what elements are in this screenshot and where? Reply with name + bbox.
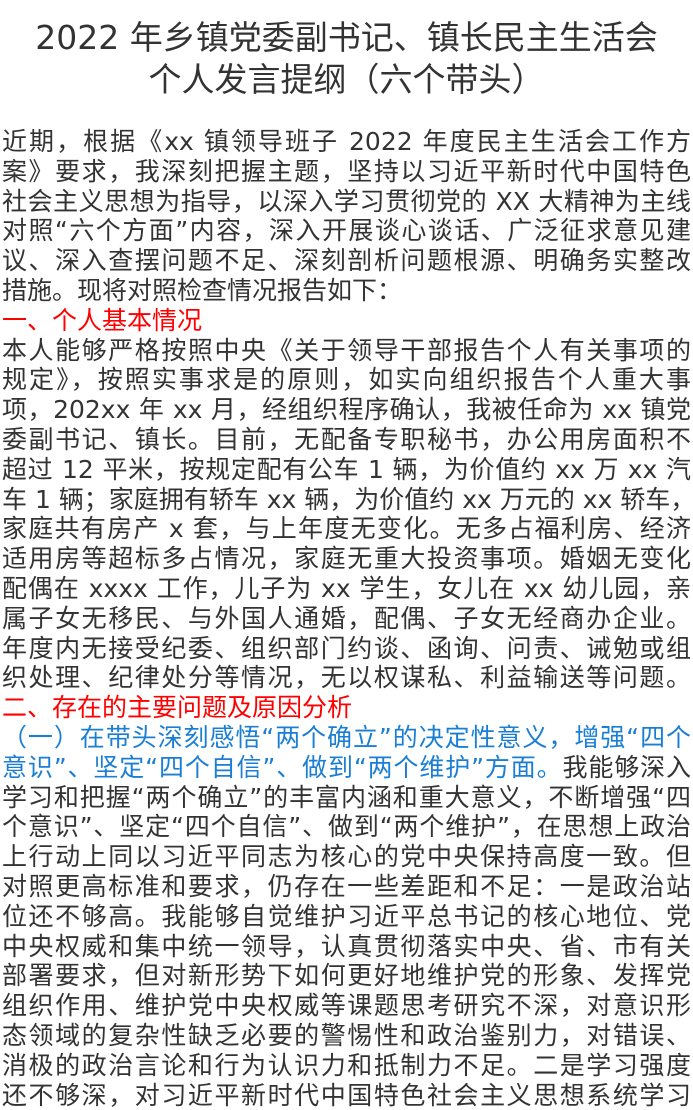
text-line: 措施。现将对照检查情况报告如下： [2, 276, 691, 306]
text-line: 对照更高标准和要求，仍存在一些差距和不足：一是政治站 [2, 872, 691, 902]
text-line: 规定》，按照实事求是的原则，如实向组织报告个人重大事 [2, 365, 691, 395]
text-line: 年度内无接受纪委、组织部门约谈、函询、问责、诫勉或组 [2, 634, 691, 664]
text-line: 消极的政治言论和行为认识力和抵制力不足。二是学习强度 [2, 1051, 691, 1081]
text-line: 本人能够严格按照中央《关于领导干部报告个人有关事项的 [2, 336, 691, 366]
text-line: 适用房等超标多占情况，家庭无重大投资事项。婚姻无变化 [2, 544, 691, 574]
text-line: 位还不够高。我能够自觉维护习近平总书记的核心地位、党 [2, 902, 691, 932]
text-line: 部署要求，但对新形势下如何更好地维护党的形象、发挥党 [2, 961, 691, 991]
subsection-heading-1: （一）在带头深刻感悟“两个确立”的决定性意义，增强“四个 [2, 723, 691, 753]
text-line: 委副书记、镇长。目前，无配备专职秘书，办公用房面积不 [2, 425, 691, 455]
document-body: 近期，根据《xx 镇领导班子 2022 年度民主生活会工作方 案》要求，我深刻把… [2, 127, 691, 1110]
title-line: 2022 年乡镇党委副书记、镇长民主生活会 [0, 17, 693, 59]
text-line: 组织作用、维护党中央权威等课题思考研究不深，对意识形 [2, 991, 691, 1021]
section-heading-2: 二、存在的主要问题及原因分析 [2, 693, 691, 723]
text-line: 上行动上同以习近平同志为核心的党中央保持高度一致。但 [2, 842, 691, 872]
text-line: 配偶在 xxxx 工作，儿子为 xx 学生，女儿在 xx 幼儿园，亲 [2, 574, 691, 604]
text-line: 织处理、纪律处分等情况，无以权谋私、利益输送等问题。 [2, 663, 691, 693]
text-line: 意识”、坚定“四个自信”、做到“两个维护”方面。我能够深入 [2, 753, 691, 783]
text-line: 属子女无移民、与外国人通婚，配偶、子女无经商办企业。 [2, 604, 691, 634]
text-line: 议、深入查摆问题不足、深刻剖析问题根源、明确务实整改 [2, 246, 691, 276]
text-line: 还不够深，对习近平新时代中国特色社会主义思想系统学习 [2, 1081, 691, 1110]
subsection1-paragraph: 学习和把握“两个确立”的丰富内涵和重大意义，不断增强“四 个意识”、坚定“四个自… [2, 783, 691, 1110]
text-line: 项，202xx 年 xx 月，经组织程序确认，我被任命为 xx 镇党 [2, 395, 691, 425]
intro-paragraph: 近期，根据《xx 镇领导班子 2022 年度民主生活会工作方 案》要求，我深刻把… [2, 127, 691, 306]
text-line: 家庭共有房产 x 套，与上年度无变化。无多占福利房、经济 [2, 514, 691, 544]
text-line: 对照“六个方面”内容，深入开展谈心谈话、广泛征求意见建 [2, 216, 691, 246]
text-fragment: 我能够深入 [563, 753, 691, 782]
document-title: 2022 年乡镇党委副书记、镇长民主生活会 个人发言提纲（六个带头） [0, 0, 693, 101]
subsection-heading-1-cont: 意识”、坚定“四个自信”、做到“两个维护”方面。 [2, 753, 563, 782]
text-line: 近期，根据《xx 镇领导班子 2022 年度民主生活会工作方 [2, 127, 691, 157]
text-line: 社会主义思想为指导，以深入学习贯彻党的 XX 大精神为主线 [2, 187, 691, 217]
text-line: 车 1 辆；家庭拥有轿车 xx 辆，为价值约 xx 万元的 xx 轿车， [2, 485, 691, 515]
title-line: 个人发言提纲（六个带头） [0, 59, 693, 101]
section-heading-1: 一、个人基本情况 [2, 306, 691, 336]
text-line: 个意识”、坚定“四个自信”、做到“两个维护”，在思想上政治 [2, 812, 691, 842]
text-line: 超过 12 平米，按规定配有公车 1 辆，为价值约 xx 万 xx 汽 [2, 455, 691, 485]
text-line: 中央权威和集中统一领导，认真贯彻落实中央、省、市有关 [2, 932, 691, 962]
section1-paragraph: 本人能够严格按照中央《关于领导干部报告个人有关事项的 规定》，按照实事求是的原则… [2, 336, 691, 694]
text-line: 态领域的复杂性缺乏必要的警惕性和政治鉴别力，对错误、 [2, 1021, 691, 1051]
text-line: 案》要求，我深刻把握主题，坚持以习近平新时代中国特色 [2, 157, 691, 187]
text-line: 学习和把握“两个确立”的丰富内涵和重大意义，不断增强“四 [2, 783, 691, 813]
